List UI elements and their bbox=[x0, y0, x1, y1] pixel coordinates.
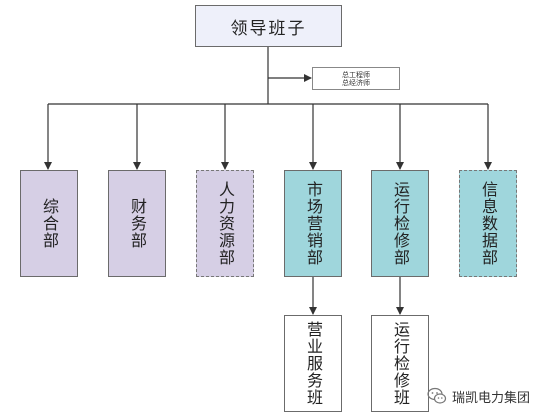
dept-box-operations: 运行检修部 bbox=[371, 170, 429, 277]
dept-label: 综合部 bbox=[40, 198, 59, 249]
leadership-box: 领导班子 bbox=[195, 5, 342, 47]
watermark-text: 瑞凯电力集团 bbox=[452, 390, 531, 406]
leadership-label: 领导班子 bbox=[230, 18, 307, 39]
note-line-2: 总经济师 bbox=[342, 78, 370, 87]
sub-unit-operations-team: 运行检修班 bbox=[371, 315, 429, 412]
dept-label: 人力资源部 bbox=[216, 181, 235, 266]
dept-box-marketing: 市场营销部 bbox=[284, 170, 342, 277]
sub-unit-business-service: 营业服务班 bbox=[284, 315, 342, 412]
chief-officers-note: 总工程师 总经济师 bbox=[312, 67, 400, 90]
dept-label: 信息数据部 bbox=[479, 181, 498, 266]
watermark: 瑞凯电力集团 bbox=[427, 385, 530, 407]
dept-label: 市场营销部 bbox=[304, 181, 323, 266]
dept-box-hr: 人力资源部 bbox=[196, 170, 254, 277]
dept-label: 财务部 bbox=[128, 198, 147, 249]
dept-label: 运行检修部 bbox=[391, 181, 410, 266]
dept-box-general: 综合部 bbox=[20, 170, 78, 277]
wechat-icon bbox=[427, 387, 447, 404]
sub-unit-label: 运行检修班 bbox=[391, 321, 410, 406]
dept-box-finance: 财务部 bbox=[108, 170, 166, 277]
dept-box-data: 信息数据部 bbox=[459, 170, 517, 277]
note-line-1: 总工程师 bbox=[342, 70, 370, 79]
sub-unit-label: 营业服务班 bbox=[304, 321, 323, 406]
